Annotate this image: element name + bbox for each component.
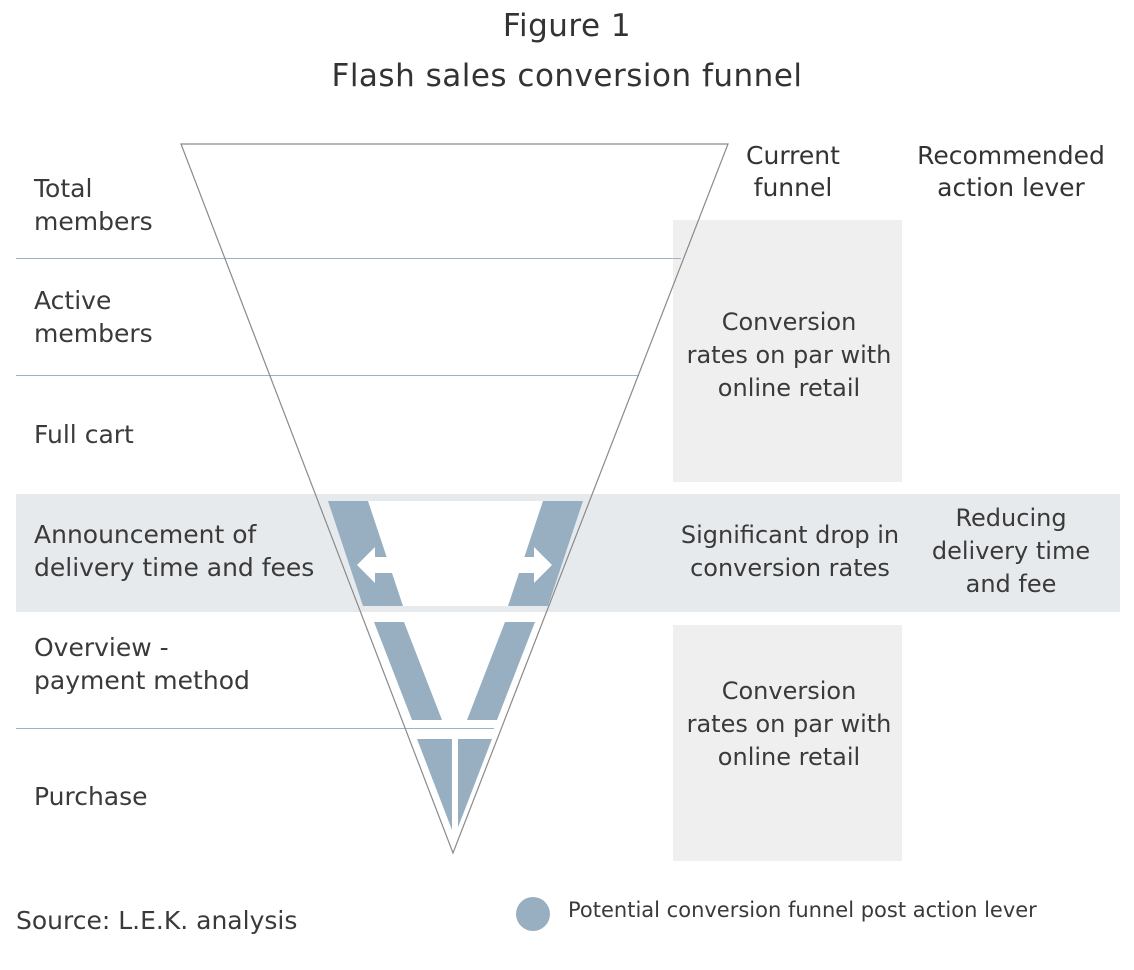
current-funnel-bottom-text: Conversion rates on par with online reta… [686,677,892,771]
current-funnel-middle-text: Significant drop in conversion rates [680,521,900,582]
recommended-action-heading: Recommended action lever [917,141,1105,202]
current-funnel-bottom-box [673,625,902,861]
post-lever-funnel-inner [404,622,505,720]
stage-overview-payment: Overview -payment method [34,633,250,695]
stage-full-cart: Full cart [34,420,134,449]
stage-purchase: Purchase [34,782,148,811]
post-lever-funnel-inner [452,739,458,831]
figure-title: Figure 1 [502,8,632,44]
stage-divider [16,728,494,729]
legend-swatch [516,897,550,931]
current-funnel-top-text: Conversion rates on par with online reta… [686,308,892,402]
figure-subtitle: Flash sales conversion funnel [331,58,803,94]
current-funnel-heading: Current funnel [746,141,840,202]
legend-label: Potential conversion funnel post action … [568,898,1037,922]
stage-divider [16,375,639,376]
current-funnel-top-box [673,220,902,482]
left-arrow-shape [357,547,392,583]
stage-divider [16,258,681,259]
source-note: Source: L.E.K. analysis [16,906,298,935]
current-funnel-outline [180,143,729,855]
right-arrow-shape [516,547,552,583]
post-lever-funnel-inner [368,501,543,606]
recommended-action-text: Reducing delivery time and fee [931,504,1091,598]
